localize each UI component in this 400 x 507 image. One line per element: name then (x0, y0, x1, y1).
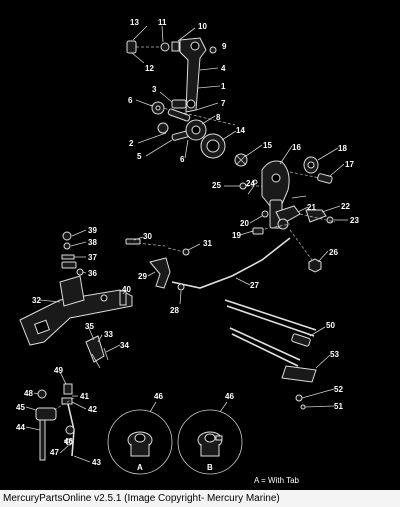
shift-link-rod (125, 236, 291, 305)
callout-45: 45 (16, 403, 25, 412)
callout-26: 26 (329, 248, 338, 257)
callout-5: 5 (137, 152, 142, 161)
callout-39: 39 (88, 226, 97, 235)
callout-8: 8 (216, 113, 221, 122)
callout-43: 43 (92, 458, 101, 467)
callout-37: 37 (88, 253, 97, 262)
callout-29: 29 (138, 272, 147, 281)
callout-14: 14 (236, 126, 245, 135)
callout-21: 21 (307, 203, 316, 212)
callout-40: 40 (122, 285, 131, 294)
callout-46-detail-a: 46 (154, 392, 163, 401)
callout-27: 27 (250, 281, 259, 290)
callout-31: 31 (203, 239, 212, 248)
callout-44: 44 (16, 423, 25, 432)
callout-6b: 6 (180, 155, 185, 164)
callout-34: 34 (120, 341, 129, 350)
throttle-cam-assembly (224, 145, 348, 273)
callout-18: 18 (338, 144, 347, 153)
callout-36: 36 (88, 269, 97, 278)
copyright-footer: MercuryPartsOnline v2.5.1 (Image Copyrig… (0, 490, 400, 507)
callout-3: 3 (152, 85, 157, 94)
callout-10: 10 (198, 22, 207, 31)
control-cables (224, 299, 335, 410)
callout-32: 32 (32, 296, 41, 305)
callout-1: 1 (221, 82, 226, 91)
callout-20: 20 (240, 219, 249, 228)
callout-15: 15 (263, 141, 272, 150)
mounting-bracket-assembly (19, 229, 133, 463)
callout-41: 41 (80, 392, 89, 401)
callout-2: 2 (129, 139, 134, 148)
callout-16: 16 (292, 143, 301, 152)
callout-50: 50 (326, 321, 335, 330)
callout-51: 51 (334, 402, 343, 411)
callout-30: 30 (143, 232, 152, 241)
callout-25: 25 (212, 181, 221, 190)
callout-42: 42 (88, 405, 97, 414)
callout-6: 6 (128, 96, 133, 105)
callout-48: 48 (24, 389, 33, 398)
detail-label-a: A (137, 463, 143, 472)
callout-labels: 1 2 3 4 5 6 7 8 9 10 11 12 13 14 6 15 16… (16, 18, 359, 485)
callout-28: 28 (170, 306, 179, 315)
callout-52: 52 (334, 385, 343, 394)
callout-33: 33 (104, 330, 113, 339)
callout-49: 49 (54, 366, 63, 375)
callout-46-lower: 46 (64, 437, 73, 446)
callout-35: 35 (85, 322, 94, 331)
callout-11: 11 (158, 18, 167, 27)
detail-views (107, 401, 243, 475)
callout-38: 38 (88, 238, 97, 247)
callout-22: 22 (341, 202, 350, 211)
callout-7: 7 (221, 99, 226, 108)
detail-label-b: B (207, 463, 213, 472)
tab-note: A = With Tab (254, 476, 300, 485)
callout-46-detail-b: 46 (225, 392, 234, 401)
callout-12: 12 (145, 64, 154, 73)
callout-9: 9 (222, 42, 227, 51)
shift-lever-assembly (126, 25, 263, 167)
callout-47: 47 (50, 448, 59, 457)
callout-13: 13 (130, 18, 139, 27)
callout-53: 53 (330, 350, 339, 359)
callout-23: 23 (350, 216, 359, 225)
callout-19: 19 (232, 231, 241, 240)
callout-24: 24 (246, 179, 255, 188)
callout-4: 4 (221, 64, 226, 73)
callout-17: 17 (345, 160, 354, 169)
